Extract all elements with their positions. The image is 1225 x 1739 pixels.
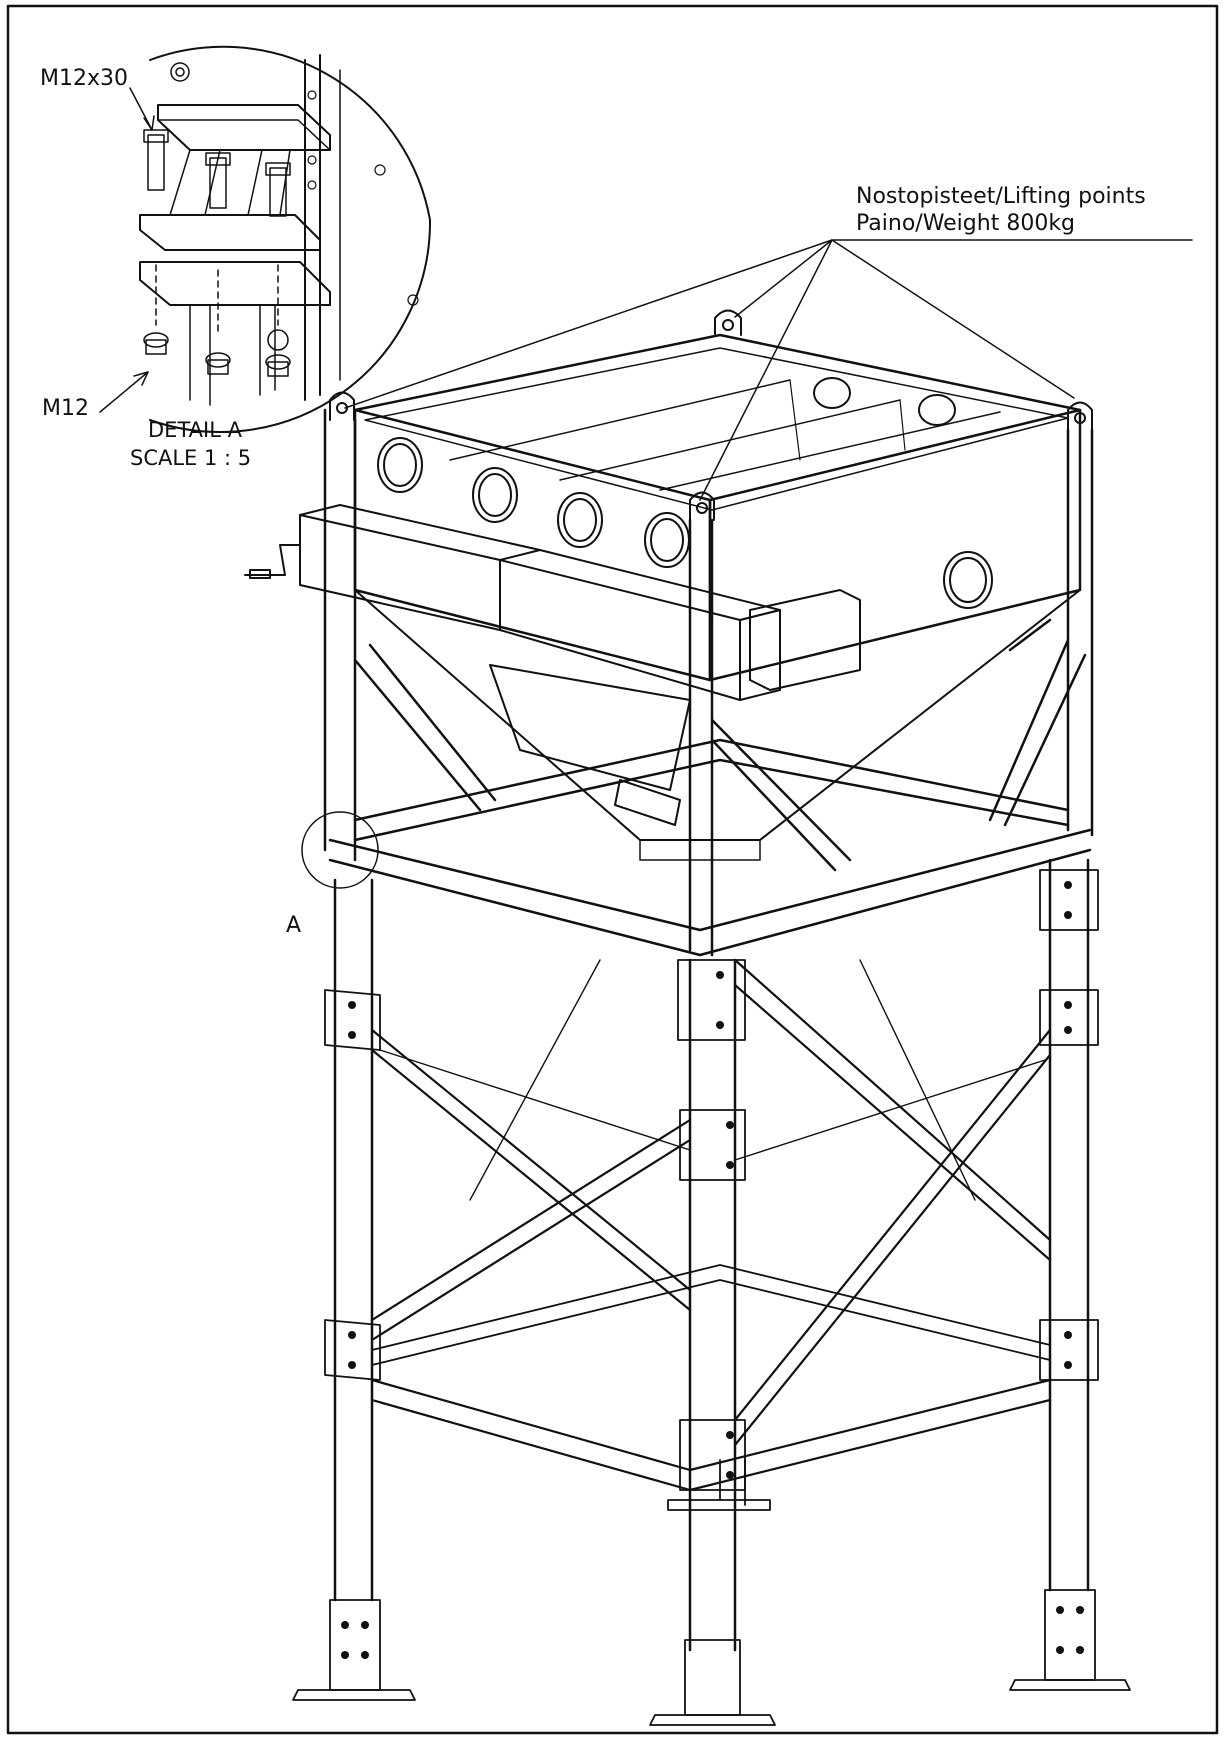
hopper-cone (354, 589, 1081, 861)
detail-middle-plate (139, 214, 321, 251)
detail-bottom-plate (139, 261, 331, 306)
detail-a-circle-outline (149, 219, 432, 434)
detail-a-circle-upper (149, 45, 431, 221)
detail-a-reference-circle (301, 811, 379, 889)
detail-bolts (143, 62, 291, 217)
portholes (377, 377, 993, 609)
lifting-point-leaders (344, 239, 1193, 501)
cross-bracing (370, 958, 1052, 1492)
weight-label: Paino/Weight 800kg (856, 211, 1076, 236)
crank-housing (244, 504, 861, 701)
detail-title: DETAIL A (148, 418, 242, 442)
lifting-lugs (329, 309, 1093, 521)
detail-nuts (143, 329, 291, 377)
drawing-frame (6, 4, 1219, 1735)
detail-reference-letter: A (286, 913, 302, 938)
leader-m12 (99, 371, 149, 413)
callout-bolt-label: M12x30 (40, 66, 128, 91)
upper-frame (323, 408, 1094, 957)
callout-nut-label: M12 (42, 396, 89, 421)
crank-handle (244, 544, 301, 576)
lifting-points-label: Nostopisteet/Lifting points (856, 184, 1146, 209)
support-structure (292, 858, 1131, 1726)
detail-scale: SCALE 1 : 5 (130, 446, 252, 470)
leader-m12x30 (129, 87, 153, 131)
detail-a-view (99, 45, 432, 434)
leg-bolt-dots (341, 881, 1084, 1659)
